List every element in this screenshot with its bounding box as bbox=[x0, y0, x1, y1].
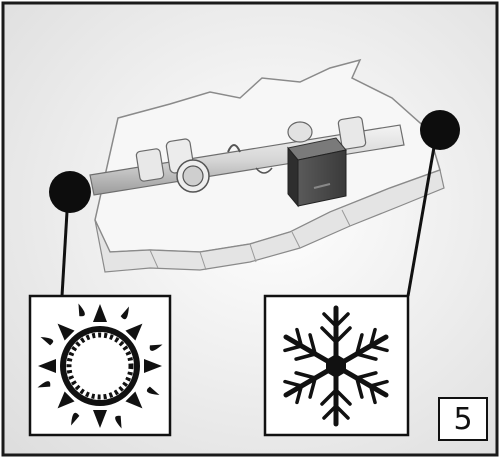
snowflake-symbol-box bbox=[263, 294, 410, 437]
right-marker bbox=[406, 110, 460, 297]
left-marker bbox=[49, 171, 91, 297]
sun-symbol-box bbox=[28, 294, 172, 437]
sun-icon bbox=[37, 303, 163, 429]
valve-actuator-box bbox=[287, 137, 347, 208]
snowflake-icon bbox=[283, 305, 389, 427]
step-number-badge: 5 bbox=[438, 397, 488, 441]
